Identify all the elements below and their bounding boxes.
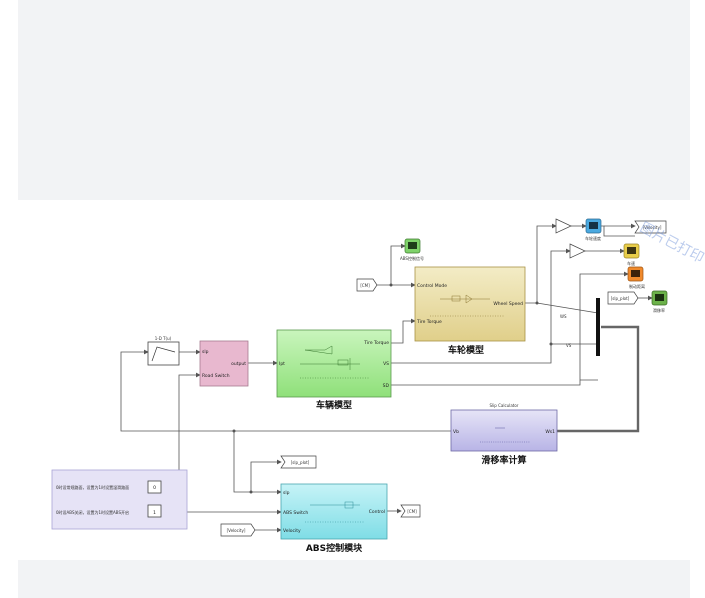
abs-in-velocity: Velocity [283,528,301,534]
lookup-table-block[interactable]: 1-D T(u) [147,336,180,366]
wheel-out-speed: Wheel Speed [493,301,523,307]
velocity-goto-label: [Velocity] [643,225,662,230]
lookup-curve-icon [151,346,176,362]
vehicle-out-sd: SD [383,383,390,389]
road-switch-body [199,340,249,387]
cm-goto-tag[interactable]: [CM] [400,504,421,518]
wheel-in-torque: Tire Torque [416,319,442,325]
gain-block-2[interactable] [569,243,586,259]
vehicle-in-port: Ipt [279,361,285,367]
road-constant-value: 0 [153,485,156,491]
slip-in-port: Vb [453,429,459,435]
velocity-from-label: [Velocity] [227,528,246,533]
cm-from-label: [CM] [360,283,370,288]
slip-calculator-block[interactable]: Slip Calculator Vb Ws1 滑移率计算 [450,403,558,466]
scope-brake-distance[interactable]: 制动距离 [627,266,645,289]
road-abs-setting-panel: 0时设常规路面，设置为1时设置湿滑路面 0时设ABS关闭，设置为1时设置ABS开… [51,469,188,530]
road-switch-in-slp: slp [202,349,209,355]
top-gray-band [18,0,690,200]
velocity-from-tag[interactable]: [Velocity] [220,523,256,537]
signal-vs: VS [566,343,572,348]
scope-icon [631,270,640,277]
scope-vehicle-speed[interactable]: 车速 [623,243,640,266]
abs-internal-sketch [305,501,365,523]
slip-out-port: Ws1 [545,429,555,435]
slip-internal-sketch [480,427,530,443]
lookup-label: 1-D T(u) [155,336,172,341]
scope-icon [408,242,417,249]
road-switch-in-road: Road Switch [202,373,230,379]
constant-note-1: 0时设ABS关闭，设置为1时设置ABS开启 [56,509,129,515]
abs-in-switch: ABS Switch [283,510,308,516]
mux-bar [596,298,600,356]
scope-abs-signal[interactable]: ABS控制信号 [400,238,424,261]
wheel-title: 车轮模型 [448,344,484,356]
constant-note-0: 0时设常规路面，设置为1时设置湿滑路面 [56,484,129,490]
vehicle-model-block[interactable]: Ipt Tire Torque VS SD 车辆模型 [276,329,392,411]
scope-icon [589,222,598,229]
road-switch-block[interactable]: slp Road Switch output [199,340,249,387]
gain-block-1[interactable] [555,218,572,234]
vehicle-internal-sketch [300,345,370,379]
scope-icon [627,247,636,254]
scope-icon [655,294,664,301]
scope-0-label: ABS控制信号 [400,255,424,261]
scope-3-label: 制动距离 [629,283,645,289]
slip-title: 滑移率计算 [481,454,526,466]
abs-constant-value: 1 [153,510,156,516]
abs-out-control: Control [369,509,385,515]
velocity-goto-tag[interactable]: [Velocity] [634,220,667,234]
abs-in-slip: slp [283,490,290,496]
scope-slip-rate[interactable]: 滑移率 [651,290,668,313]
wheel-model-block[interactable]: Control Mode Tire Torque Wheel Speed 车轮模… [414,266,526,356]
wheel-internal-sketch [430,294,505,317]
slip-plot-goto-label: [slp_plot] [291,460,310,465]
watermark-stamp: 图片已打印 [637,219,705,267]
signal-ws: WS [560,314,567,319]
abs-control-block[interactable]: slp ABS Switch Velocity Control ABS控制模块 [280,483,388,554]
panel-bg [51,469,188,530]
scope-wheel-speed[interactable]: 车轮速度 [585,218,602,241]
scope-2-label: 车速 [627,260,635,266]
slip-plot-from-tag[interactable]: [slp_plot] [607,291,639,305]
slip-header: Slip Calculator [490,403,519,408]
vehicle-out-torque: Tire Torque [363,340,389,346]
slip-plot-goto-tag[interactable]: [slp_plot] [280,455,317,469]
bottom-gray-band [18,560,690,598]
road-switch-out: output [231,361,246,367]
vehicle-out-vs: VS [383,361,389,367]
cm-goto-label: [CM] [407,509,417,514]
wheel-in-control: Control Mode [417,283,447,289]
slip-plot-from-label: [slp_plot] [611,296,630,301]
abs-switch-constant[interactable]: 1 [147,504,162,518]
scope-4-label: 滑移率 [653,307,665,313]
road-switch-constant[interactable]: 0 [147,480,162,494]
abs-title: ABS控制模块 [306,542,363,554]
vehicle-title: 车辆模型 [316,399,352,411]
scope-1-label: 车轮速度 [585,235,601,241]
cm-from-tag[interactable]: [CM] [356,278,378,292]
